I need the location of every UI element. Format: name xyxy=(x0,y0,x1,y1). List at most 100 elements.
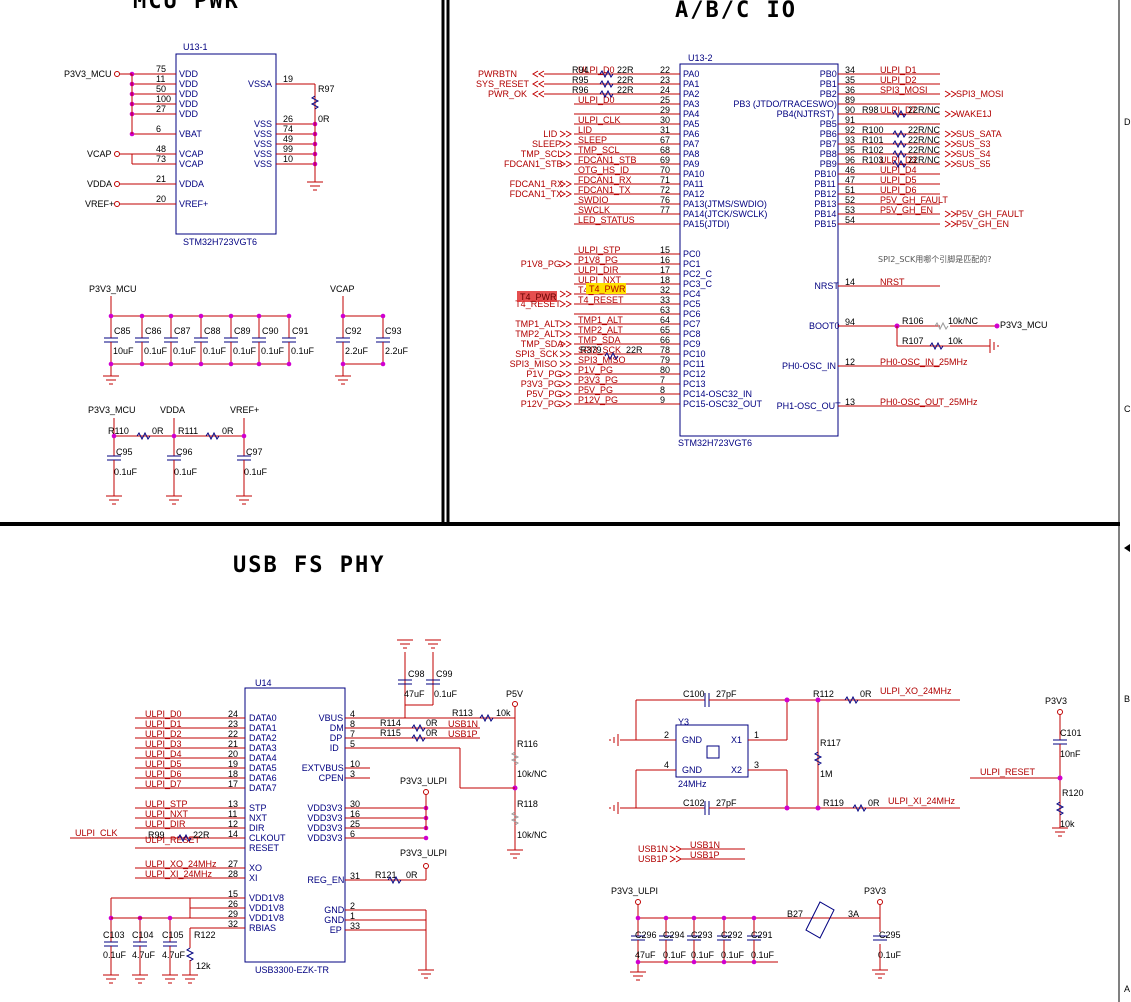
cap-ref: C296 xyxy=(635,930,657,940)
c102-ref: C102 xyxy=(683,798,705,808)
mcu-pin-name: VDD xyxy=(179,79,199,89)
port-circle-icon xyxy=(114,181,120,187)
t4-pwr-port-label: T4_PWR xyxy=(520,292,557,302)
r116-val: 10k/NC xyxy=(517,769,548,779)
io-pin-net: LID xyxy=(578,125,593,135)
r118-val: 10k/NC xyxy=(517,830,548,840)
usb-pin-net: ULPI_D7 xyxy=(145,779,182,789)
filter-net-vref: VREF+ xyxy=(230,405,259,415)
io-pin-net: PH0-OSC_IN_25MHz xyxy=(880,357,968,367)
mcu-pin-num: 27 xyxy=(156,104,166,114)
cap-val: 0.1uF xyxy=(751,950,775,960)
port-arrow-icon xyxy=(559,190,572,198)
net-vcap: VCAP xyxy=(87,149,112,159)
io-pin-num: 31 xyxy=(660,125,670,135)
capacitor-icon xyxy=(104,337,118,343)
y3-pin-x1: X1 xyxy=(731,735,742,745)
io-pin-num: 13 xyxy=(845,397,855,407)
border-letter-c: C xyxy=(1124,404,1131,414)
junction-dot xyxy=(286,361,292,367)
net-p3v3-mcu: P3V3_MCU xyxy=(64,69,112,79)
io-pin-num: 64 xyxy=(660,315,670,325)
io-pin-net: ULPI_D6 xyxy=(880,185,917,195)
usb-reset-net: ULPI_RESET xyxy=(145,835,201,845)
mcu-pin-name: VDD xyxy=(179,89,199,99)
usb-pin-name: GND xyxy=(324,915,345,925)
io-pin-name: PH0-OSC_IN xyxy=(782,361,836,371)
io-pin-net: ULPI_D2 xyxy=(880,75,917,85)
right-port-label: SUS_S3 xyxy=(956,139,991,149)
left-port-label: TMP_SDA xyxy=(521,339,564,349)
series-res-val: 22R/NC xyxy=(908,135,941,145)
io-pin-net: SLEEP xyxy=(578,135,607,145)
ground-icon xyxy=(609,802,619,814)
mcu-pin-num: 48 xyxy=(156,144,166,154)
io-pin-name: PA14(JTCK/SWCLK) xyxy=(683,209,767,219)
io-pin-num: 91 xyxy=(845,115,855,125)
mcu-pin-num: 73 xyxy=(156,154,166,164)
b27-ref: B27 xyxy=(787,909,803,919)
cap-ref: C97 xyxy=(246,447,263,457)
p3v3-ulpi-net: P3V3_ULPI xyxy=(400,776,447,786)
usb-pin-num: 22 xyxy=(228,729,238,739)
junction-dot xyxy=(108,361,114,367)
port-arrow-icon xyxy=(559,320,572,328)
c295-val: 0.1uF xyxy=(878,950,902,960)
usb-pin-num: 32 xyxy=(228,919,238,929)
io-pin-num: 9 xyxy=(660,395,665,405)
series-res-val: 22R xyxy=(617,75,634,85)
mcu-pin-name: VDD xyxy=(179,109,199,119)
capacitor-icon xyxy=(282,337,296,343)
resistor-icon xyxy=(177,833,192,843)
port-arrow-icon xyxy=(559,130,572,138)
junction-dot xyxy=(171,433,177,439)
port-circle-icon xyxy=(114,201,120,207)
resistor-nc-icon xyxy=(934,321,949,331)
cap-ref: C87 xyxy=(174,326,191,336)
resistor-icon xyxy=(599,79,614,89)
io-pin-num: 70 xyxy=(660,165,670,175)
r110-val: 0R xyxy=(152,426,164,436)
c100-val: 27pF xyxy=(716,689,737,699)
resistor-icon xyxy=(310,95,320,110)
reset-pwr-net: P3V3 xyxy=(1045,696,1067,706)
mcu-pin-num: 6 xyxy=(156,124,161,134)
c102-val: 27pF xyxy=(716,798,737,808)
ground-icon xyxy=(162,974,178,984)
r121-ref: R121 xyxy=(375,870,397,880)
arrow-left-icon xyxy=(1124,544,1130,552)
junction-dot xyxy=(340,361,346,367)
usb-pin-name: VDD3V3 xyxy=(307,833,342,843)
p3v3-ulpi-net-2: P3V3_ULPI xyxy=(400,848,447,858)
io-pin-net: ULPI_DIR xyxy=(578,265,619,275)
series-res-ref: R100 xyxy=(862,125,884,135)
io-pin-name: PC3_C xyxy=(683,279,713,289)
capacitor-icon xyxy=(336,337,350,343)
net-vdda: VDDA xyxy=(87,179,112,189)
junction-dot xyxy=(663,915,669,921)
port-arrow-icon xyxy=(559,300,572,308)
usb-pin-name: XI xyxy=(249,873,258,883)
title-mcu-pwr: MCU PWR xyxy=(133,0,240,14)
junction-dot xyxy=(380,313,386,319)
port-arrow-icon xyxy=(669,845,682,863)
io-pin-num: 22 xyxy=(660,65,670,75)
resistor-nc-icon xyxy=(510,811,520,826)
io-pin-name: PC15-OSC32_OUT xyxy=(683,399,763,409)
usb-pin-name: DIR xyxy=(249,823,265,833)
r117-ref: R117 xyxy=(820,738,841,748)
usb-pin-num: 18 xyxy=(228,769,238,779)
junction-dot xyxy=(635,915,641,921)
usb-pin-name: EP xyxy=(330,925,342,935)
port-arrow-icon xyxy=(944,140,957,148)
series-res-ref: R101 xyxy=(862,135,884,145)
io-pin-num: 46 xyxy=(845,165,855,175)
io-pin-name: PH1-OSC_OUT xyxy=(777,401,842,411)
usb-pin-net: ULPI_XO_24MHz xyxy=(145,859,217,869)
usb-pin-net: ULPI_XI_24MHz xyxy=(145,869,213,879)
usb-pin-num: 31 xyxy=(350,871,360,881)
junction-dot xyxy=(228,361,234,367)
